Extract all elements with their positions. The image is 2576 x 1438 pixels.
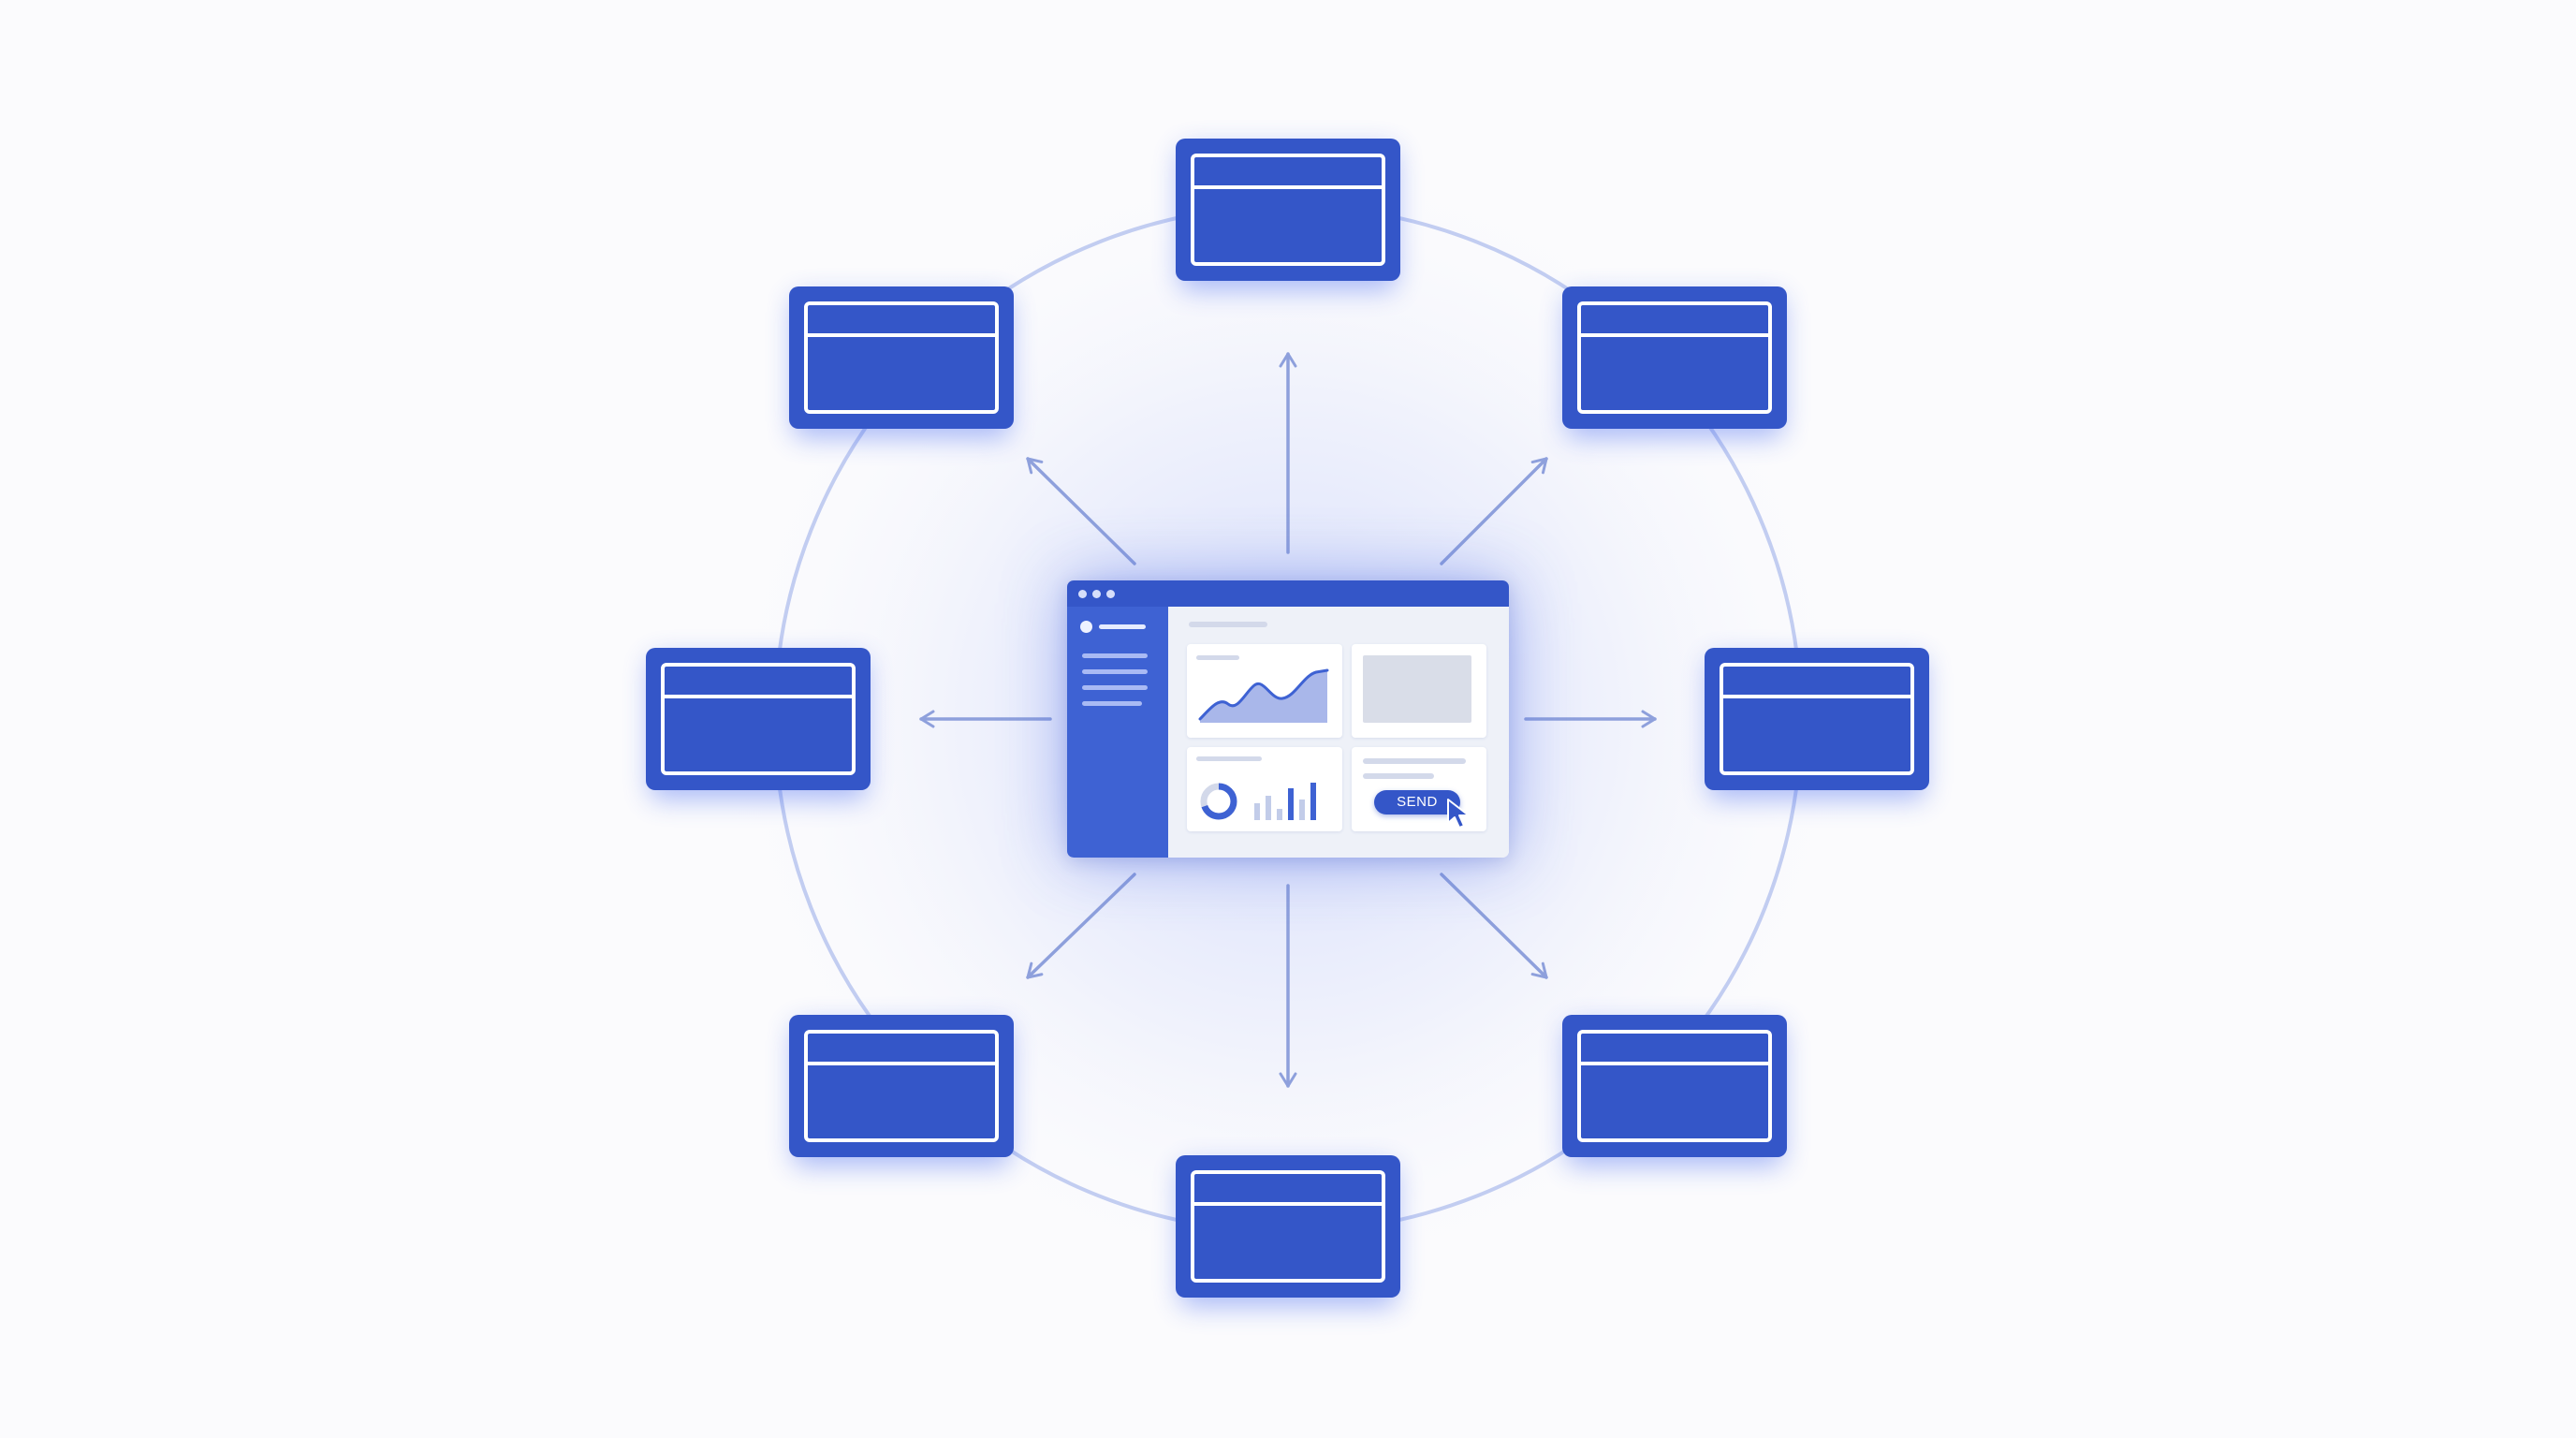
arrow-icon — [1440, 873, 1548, 979]
module-card-node[interactable] — [1176, 139, 1400, 290]
window-card-icon — [1191, 1170, 1385, 1283]
window-card-icon — [1577, 1030, 1772, 1142]
window-card-icon — [804, 301, 999, 414]
module-card-node[interactable] — [1562, 1015, 1787, 1167]
window-card-icon — [804, 1030, 999, 1142]
node-body — [1176, 139, 1400, 281]
form-line — [1363, 773, 1434, 779]
node-body — [1562, 286, 1787, 429]
arrow-icon — [1026, 873, 1136, 979]
node-body — [646, 648, 871, 790]
module-card-node[interactable] — [1176, 1155, 1400, 1307]
stats-panel — [1187, 747, 1342, 831]
window-control-dot[interactable] — [1092, 590, 1101, 598]
window-control-dot[interactable] — [1078, 590, 1087, 598]
send-button[interactable]: SEND — [1374, 790, 1460, 814]
window-card-icon — [661, 663, 856, 775]
node-body — [1705, 648, 1929, 790]
window-card-icon — [1577, 301, 1772, 414]
avatar — [1080, 621, 1092, 633]
sidebar-item[interactable] — [1082, 669, 1148, 674]
node-body — [789, 1015, 1014, 1157]
arrow-icon — [1026, 457, 1136, 565]
area-chart-panel — [1187, 644, 1342, 738]
content-header-line — [1189, 622, 1267, 627]
window-card-icon — [1720, 663, 1914, 775]
node-body — [789, 286, 1014, 429]
dashboard-content: SEND — [1168, 607, 1509, 858]
node-body — [1176, 1155, 1400, 1298]
module-card-node[interactable] — [789, 286, 1014, 438]
image-placeholder-icon — [1363, 655, 1471, 723]
donut-and-bar-chart-icon — [1196, 756, 1316, 820]
module-card-node[interactable] — [646, 648, 871, 800]
arrows-layer — [919, 352, 1657, 1088]
image-panel — [1352, 644, 1486, 738]
module-card-node[interactable] — [1705, 648, 1929, 800]
module-card-node[interactable] — [1562, 286, 1787, 438]
node-body — [1562, 1015, 1787, 1157]
dashboard-sidebar — [1067, 607, 1168, 858]
sidebar-item[interactable] — [1082, 701, 1142, 706]
module-card-node[interactable] — [789, 1015, 1014, 1167]
window-control-dot[interactable] — [1106, 590, 1115, 598]
sidebar-item[interactable] — [1082, 653, 1148, 658]
form-panel: SEND — [1352, 747, 1486, 831]
hub-dashboard-window[interactable]: SEND — [1067, 580, 1509, 858]
window-titlebar — [1067, 580, 1509, 607]
form-line — [1363, 758, 1466, 764]
window-card-icon — [1191, 154, 1385, 266]
sidebar-item-active[interactable] — [1099, 624, 1146, 629]
area-chart-icon — [1196, 655, 1329, 723]
arrow-icon — [1440, 457, 1548, 565]
sidebar-item[interactable] — [1082, 685, 1148, 690]
nodes-layer — [646, 139, 1929, 1307]
cursor-arrow-icon — [1447, 799, 1470, 829]
